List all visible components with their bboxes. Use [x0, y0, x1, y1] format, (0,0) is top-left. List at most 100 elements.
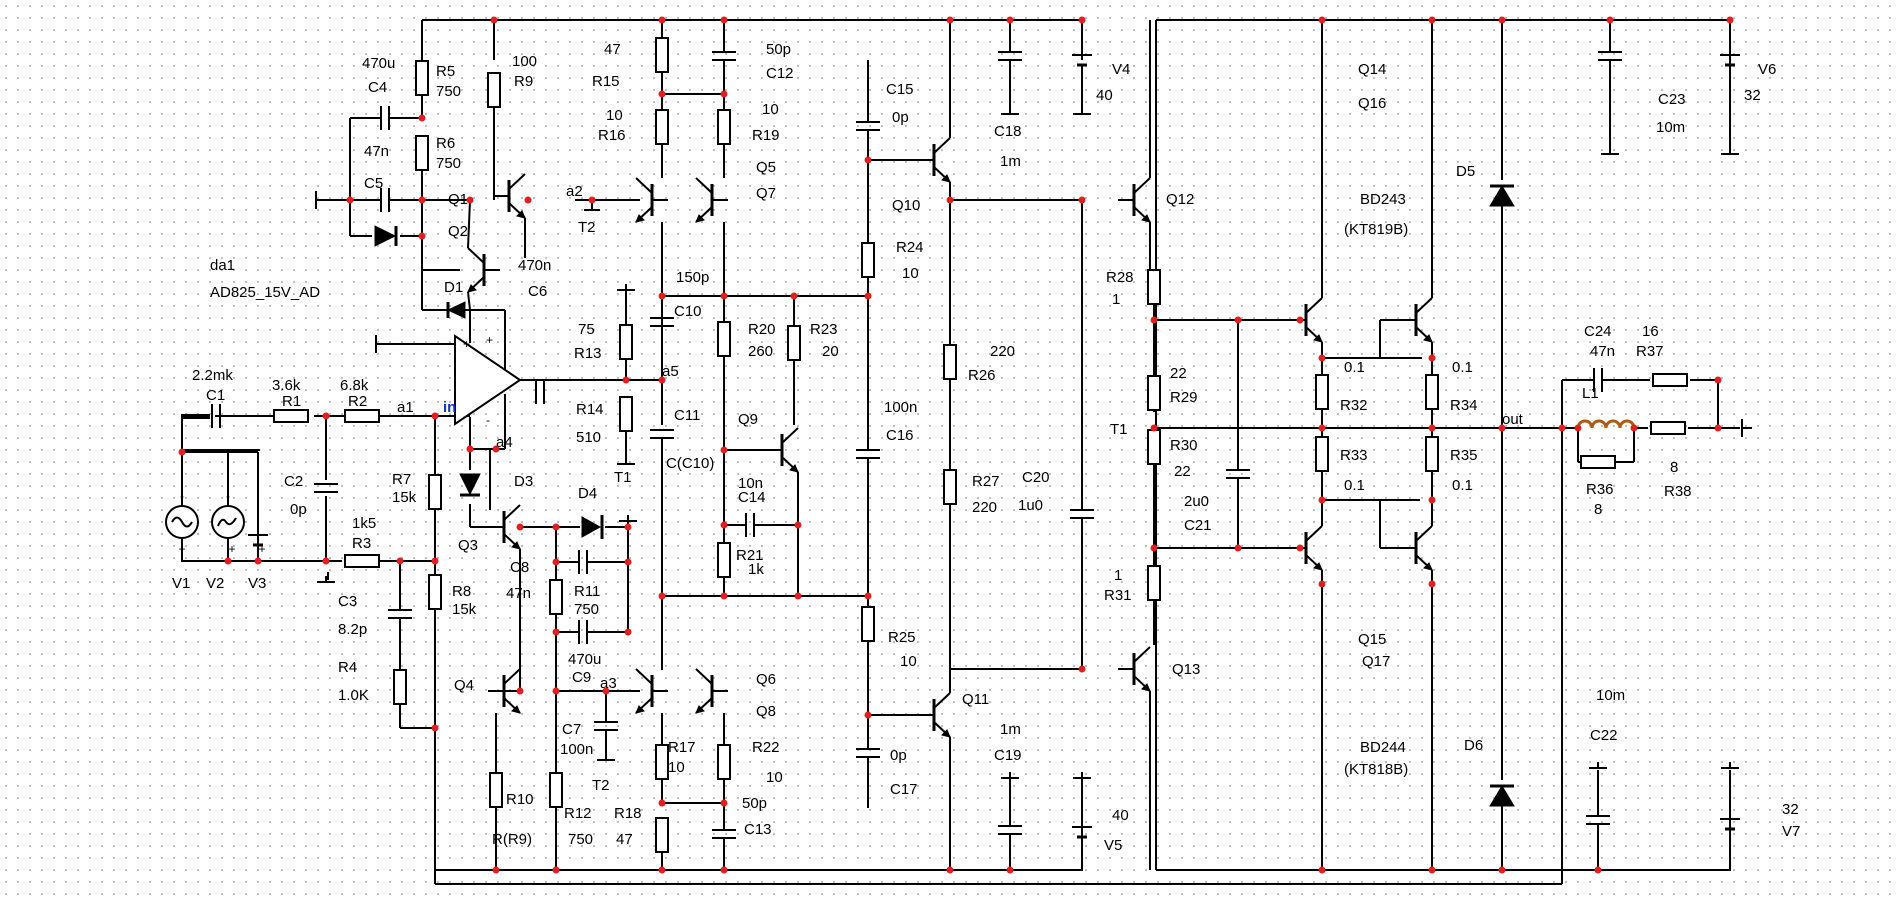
node-T2-low: T2	[592, 777, 610, 794]
c1-value: 2.2mk	[192, 367, 233, 384]
r35-label: R35	[1450, 447, 1478, 464]
r2-label: R2	[348, 393, 367, 410]
c21-value: 2u0	[1184, 493, 1209, 510]
r38-value: 8	[1670, 459, 1678, 476]
r10-label: R10	[506, 791, 534, 808]
node-T1: T1	[614, 469, 632, 486]
c2-value: 0p	[290, 501, 307, 518]
r14-label: R14	[576, 401, 604, 418]
q8-label: Q8	[756, 703, 776, 720]
power-transistors	[1288, 20, 1515, 870]
ic-name: da1	[210, 257, 235, 274]
left-stage	[315, 20, 527, 870]
c14-label: C14	[738, 489, 766, 506]
r15-label: R15	[592, 73, 620, 90]
d3-label: D3	[514, 473, 533, 490]
r26-label: R26	[968, 367, 996, 384]
r28-label: R28	[1106, 269, 1134, 286]
input-stage: - - + + +	[165, 403, 470, 730]
q10-label: Q10	[892, 197, 920, 214]
r28-value: 1	[1112, 291, 1120, 308]
c12-label: C12	[766, 65, 794, 82]
d5-label: D5	[1456, 163, 1475, 180]
q7-label: Q7	[756, 185, 776, 202]
r6-label: R6	[436, 135, 455, 152]
r37-label: R37	[1636, 343, 1664, 360]
output-drivers	[1116, 20, 1562, 870]
v5-label: V5	[1104, 837, 1122, 854]
r33-value: 0.1	[1344, 477, 1365, 494]
c16-label: C16	[886, 427, 914, 444]
r30-label: R30	[1170, 437, 1198, 454]
r34-value: 0.1	[1452, 359, 1473, 376]
r14-value: 510	[576, 429, 601, 446]
v4-label: V4	[1112, 61, 1130, 78]
c10-label: C10	[674, 303, 702, 320]
q17-label: Q17	[1362, 653, 1390, 670]
r5-label: R5	[436, 63, 455, 80]
component-labels: da1 AD825_15V_AD in out a1 a2 a3 a4 a5 T…	[172, 41, 1800, 854]
r9-label: R9	[514, 73, 533, 90]
c9-value: 470u	[568, 651, 601, 668]
r21-label: R21	[736, 547, 764, 564]
v3-label: V3	[248, 575, 266, 592]
c21-label: C21	[1184, 517, 1212, 534]
node-a2: a2	[566, 183, 583, 200]
r11-label: R11	[574, 583, 600, 600]
c13-value: 50p	[742, 795, 767, 812]
node-a4: a4	[496, 434, 513, 451]
r5-value: 750	[436, 83, 461, 100]
q9-label: Q9	[738, 411, 758, 428]
r13-label: R13	[574, 345, 602, 362]
d4-label: D4	[578, 485, 597, 502]
svg-text:-: -	[463, 409, 467, 423]
r12-value: 750	[568, 831, 593, 848]
l1-label: L1	[1582, 385, 1599, 402]
r32-label: R32	[1340, 397, 1368, 414]
driver-stage	[855, 20, 1095, 870]
q-bot-type: BD244	[1360, 739, 1406, 756]
r18-value: 47	[616, 831, 633, 848]
node-a3: a3	[600, 675, 617, 692]
c2-label: C2	[284, 473, 303, 490]
r1-value: 3.6k	[272, 377, 301, 394]
r31-label: R31	[1104, 587, 1132, 604]
c12-value: 50p	[766, 41, 791, 58]
v4-value: 40	[1096, 87, 1113, 104]
r34-label: R34	[1450, 397, 1478, 414]
r12-label: R12	[564, 805, 592, 822]
c11-value: C(C10)	[666, 455, 714, 472]
q12-label: Q12	[1166, 191, 1194, 208]
second-stage	[556, 20, 868, 870]
v1-label: V1	[172, 575, 190, 592]
q-bot-alt: (KT818B)	[1344, 761, 1408, 778]
c4-value: 470u	[362, 55, 395, 72]
c18-value: 1m	[1000, 153, 1021, 170]
r11-value: 750	[574, 601, 599, 618]
c17-value: 0p	[890, 747, 907, 764]
r20-value: 260	[748, 343, 773, 360]
q4-label: Q4	[454, 677, 474, 694]
v6-label: V6	[1758, 61, 1776, 78]
r29-value: 22	[1170, 365, 1187, 382]
r36-value: 8	[1594, 501, 1602, 518]
c15-value: 0p	[892, 109, 909, 126]
q3-label: Q3	[458, 537, 478, 554]
c6-value: 470n	[518, 257, 551, 274]
r27-value: 220	[972, 499, 997, 516]
c16-value: 100n	[884, 399, 917, 416]
c7-value: 100n	[560, 741, 593, 758]
v5-value: 40	[1112, 807, 1129, 824]
c14-value: 10n	[738, 475, 763, 492]
c19-value: 1m	[1000, 721, 1021, 738]
r9-value: 100	[512, 53, 537, 70]
output-network	[1561, 20, 1753, 870]
r16-value: 10	[606, 107, 623, 124]
v2-label: V2	[206, 575, 224, 592]
r2-value: 6.8k	[340, 377, 369, 394]
r10-value: R(R9)	[492, 831, 532, 848]
r7-value: 15k	[392, 489, 417, 506]
svg-text:-: -	[486, 413, 490, 427]
